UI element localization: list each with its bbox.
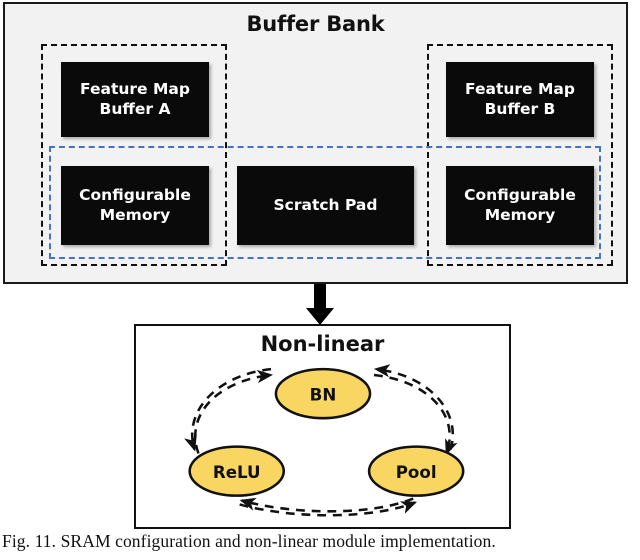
down-arrow-icon bbox=[300, 284, 340, 326]
figure-caption: Fig. 11. SRAM configuration and non-line… bbox=[2, 531, 496, 551]
node-relu-label: ReLU bbox=[213, 463, 261, 482]
configurable-memory-region-outline bbox=[49, 146, 601, 259]
node-pool[interactable] bbox=[367, 445, 465, 497]
block-configurable-memory-a: Configurable Memory bbox=[61, 166, 209, 245]
nonlinear-module-panel: Non-linear BN ReLU Pool bbox=[134, 324, 511, 529]
left-buffer-group-outline bbox=[41, 44, 227, 266]
block-feature-map-buffer-a: Feature Map Buffer A bbox=[61, 62, 209, 137]
edge-bn-to-pool bbox=[373, 373, 458, 456]
buffer-bank-title: Buffer Bank bbox=[246, 12, 385, 36]
edge-bn-to-relu bbox=[184, 367, 272, 452]
node-bn[interactable] bbox=[274, 367, 372, 420]
block-configurable-memory-b: Configurable Memory bbox=[446, 166, 594, 245]
block-feature-map-buffer-b: Feature Map Buffer B bbox=[446, 62, 594, 137]
right-buffer-group-outline bbox=[427, 44, 613, 266]
edge-pool-to-bn bbox=[373, 364, 454, 450]
edge-relu-to-bn bbox=[193, 369, 274, 454]
node-bn-label: BN bbox=[310, 386, 337, 405]
nonlinear-graph: BN ReLU Pool bbox=[184, 364, 465, 517]
down-arrow-shape bbox=[306, 284, 334, 325]
nonlinear-title: Non-linear bbox=[260, 332, 385, 356]
node-relu[interactable] bbox=[188, 445, 286, 497]
node-pool-label: Pool bbox=[396, 463, 437, 482]
block-scratch-pad: Scratch Pad bbox=[237, 166, 414, 245]
edge-pool-to-relu bbox=[239, 497, 414, 513]
edge-relu-to-pool bbox=[239, 501, 418, 517]
buffer-bank-panel: Buffer Bank Feature Map Buffer A Feature… bbox=[3, 2, 628, 284]
